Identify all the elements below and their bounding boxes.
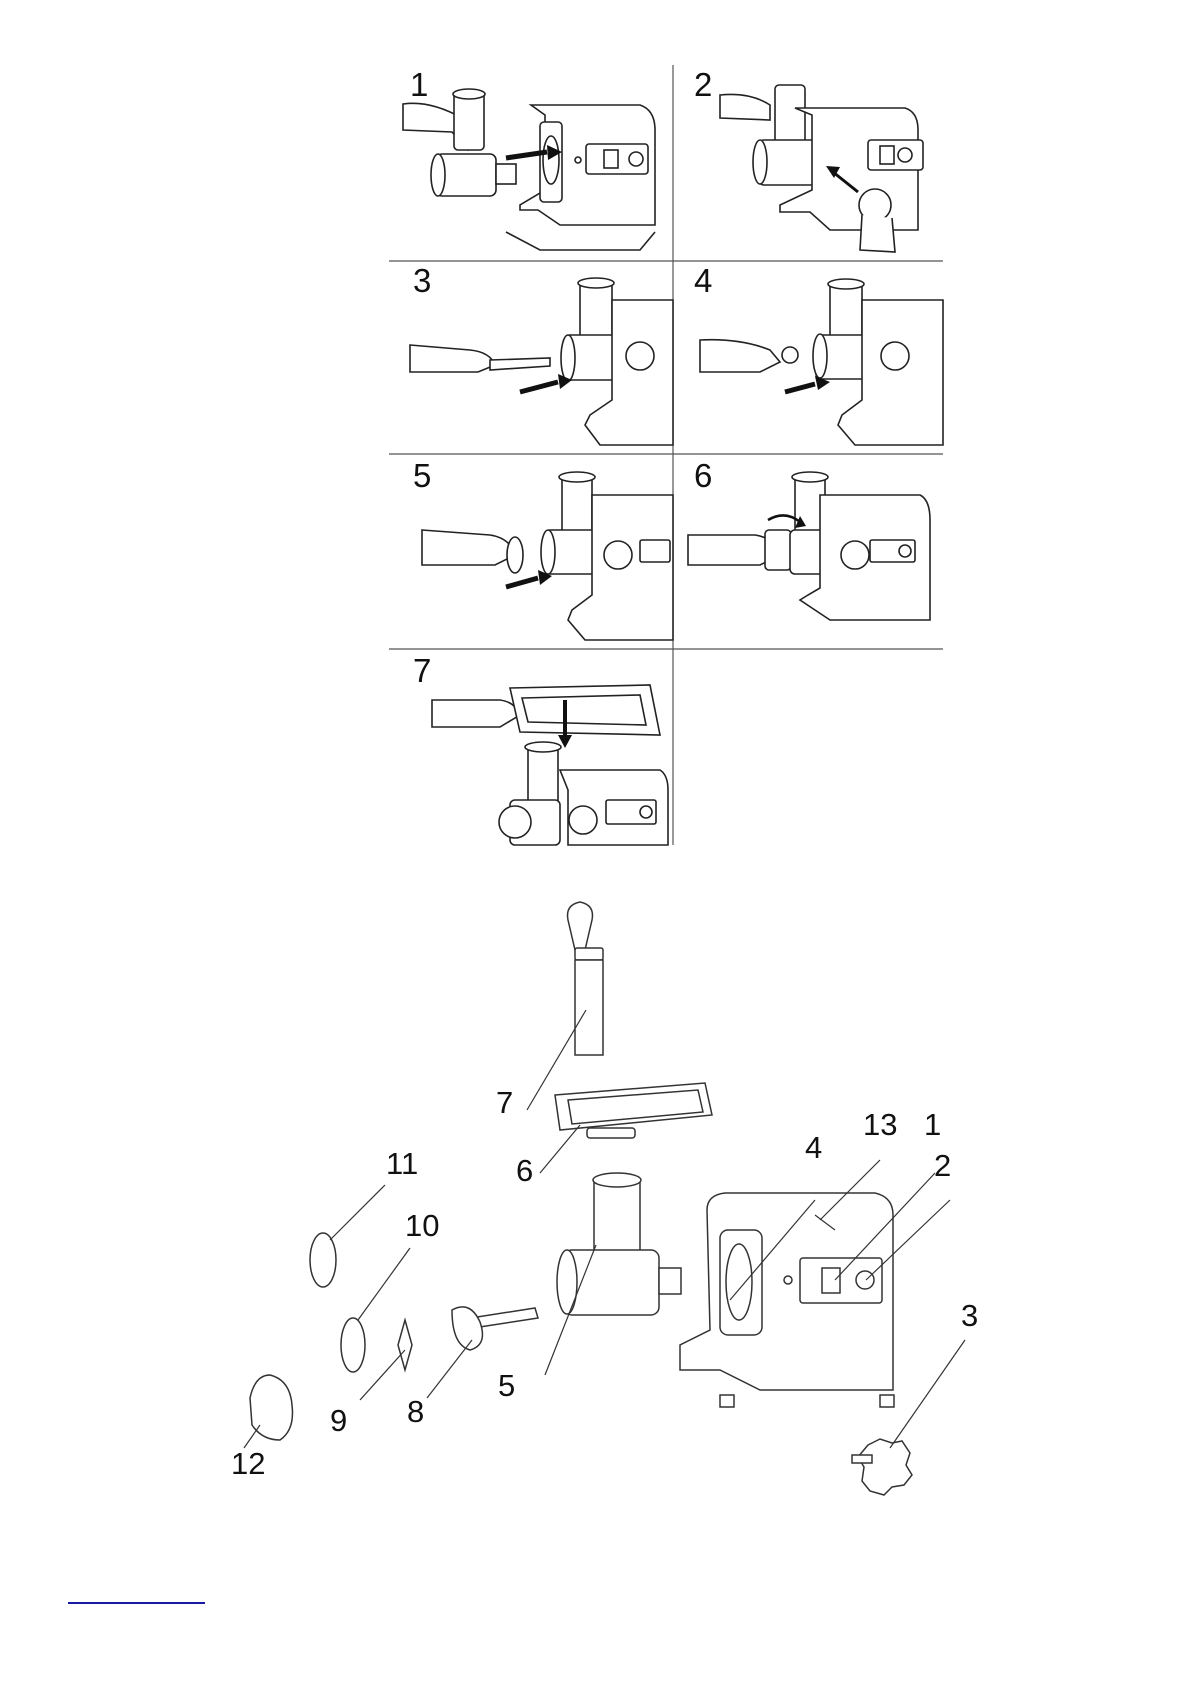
part-number-10: 10 — [405, 1210, 439, 1241]
part-number-7: 7 — [496, 1087, 513, 1118]
exploded-parts-diagram — [250, 902, 912, 1495]
step-2-number: 2 — [694, 68, 712, 101]
part-number-12: 12 — [231, 1448, 265, 1479]
step-1-illustration — [403, 89, 655, 250]
part-number-13: 13 — [863, 1109, 897, 1140]
step-5-illustration — [422, 472, 673, 640]
step-7-illustration — [432, 685, 668, 845]
step-6-number: 6 — [694, 459, 712, 492]
step-2-illustration — [720, 85, 923, 252]
part-number-4: 4 — [805, 1132, 822, 1163]
part-number-5: 5 — [498, 1370, 515, 1401]
part-number-8: 8 — [407, 1396, 424, 1427]
step-7-number: 7 — [413, 654, 431, 687]
step-4-number: 4 — [694, 264, 712, 297]
step-6-illustration — [688, 472, 930, 620]
part-number-1: 1 — [924, 1109, 941, 1140]
step-5-number: 5 — [413, 459, 431, 492]
step-1-number: 1 — [410, 68, 428, 101]
part-number-9: 9 — [330, 1405, 347, 1436]
step-3-number: 3 — [413, 264, 431, 297]
part-number-2: 2 — [934, 1150, 951, 1181]
part-number-3: 3 — [961, 1300, 978, 1331]
step-3-illustration — [410, 278, 673, 445]
step-4-illustration — [700, 279, 943, 445]
footer-link-underline[interactable] — [68, 1602, 205, 1604]
part-number-11: 11 — [386, 1148, 418, 1179]
part-number-6: 6 — [516, 1155, 533, 1186]
